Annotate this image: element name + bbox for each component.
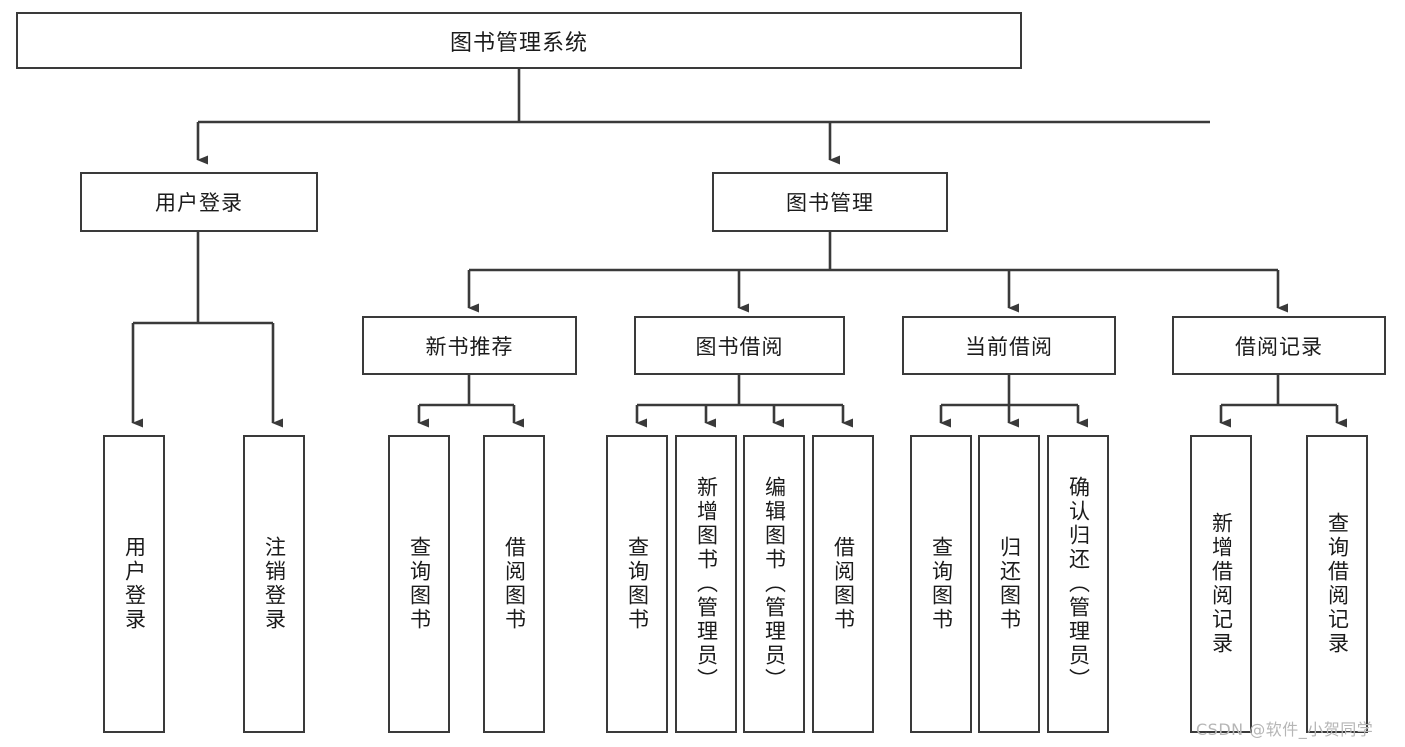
node-label: 图书借阅	[695, 334, 784, 359]
node-label: 当前借阅	[965, 334, 1053, 359]
node-label: 新增借阅记录	[1209, 512, 1234, 656]
node-borrow-record[interactable]: 借阅记录	[1172, 316, 1386, 375]
node-label: 新书推荐	[425, 334, 514, 359]
node-label: 确认归还（管理员）	[1066, 476, 1091, 692]
leaf-new-book-borrow[interactable]: 借阅图书	[483, 435, 545, 733]
node-label: 用户登录	[122, 536, 147, 632]
leaf-book-borrow-add[interactable]: 新增图书（管理员）	[675, 435, 737, 733]
node-label: 查询图书	[407, 536, 432, 632]
leaf-book-borrow-query[interactable]: 查询图书	[606, 435, 668, 733]
node-label: 新增图书（管理员）	[694, 476, 719, 692]
node-label: 注销登录	[262, 536, 287, 632]
node-label: 借阅图书	[831, 536, 856, 632]
leaf-book-borrow-edit[interactable]: 编辑图书（管理员）	[743, 435, 805, 733]
node-book-management[interactable]: 图书管理	[712, 172, 948, 232]
node-book-borrow[interactable]: 图书借阅	[634, 316, 845, 375]
leaf-current-borrow-return[interactable]: 归还图书	[978, 435, 1040, 733]
leaf-new-book-query[interactable]: 查询图书	[388, 435, 450, 733]
leaf-user-login-logout[interactable]: 注销登录	[243, 435, 305, 733]
node-label: 借阅图书	[502, 536, 527, 632]
node-label: 借阅记录	[1235, 334, 1323, 359]
leaf-borrow-record-add[interactable]: 新增借阅记录	[1190, 435, 1252, 733]
node-current-borrow[interactable]: 当前借阅	[902, 316, 1116, 375]
watermark-text: CSDN @软件_小贺同学	[1196, 720, 1374, 739]
node-label: 查询借阅记录	[1325, 512, 1350, 656]
leaf-book-borrow-borrow[interactable]: 借阅图书	[812, 435, 874, 733]
node-label: 用户登录	[155, 191, 243, 215]
node-root-book-management-system[interactable]: 图书管理系统	[16, 12, 1022, 69]
node-label: 编辑图书（管理员）	[762, 476, 787, 692]
csdn-watermark: CSDN @软件_小贺同学	[1196, 716, 1373, 740]
leaf-current-borrow-confirm-return[interactable]: 确认归还（管理员）	[1047, 435, 1109, 733]
leaf-borrow-record-query[interactable]: 查询借阅记录	[1306, 435, 1368, 733]
node-label: 图书管理	[786, 191, 874, 215]
node-new-book-recommend[interactable]: 新书推荐	[362, 316, 577, 375]
leaf-user-login-login[interactable]: 用户登录	[103, 435, 165, 733]
leaf-current-borrow-query[interactable]: 查询图书	[910, 435, 972, 733]
node-user-login[interactable]: 用户登录	[80, 172, 318, 232]
node-label: 查询图书	[929, 536, 954, 632]
node-label: 查询图书	[625, 536, 650, 632]
node-label: 归还图书	[997, 536, 1022, 632]
node-label: 图书管理系统	[449, 30, 588, 56]
